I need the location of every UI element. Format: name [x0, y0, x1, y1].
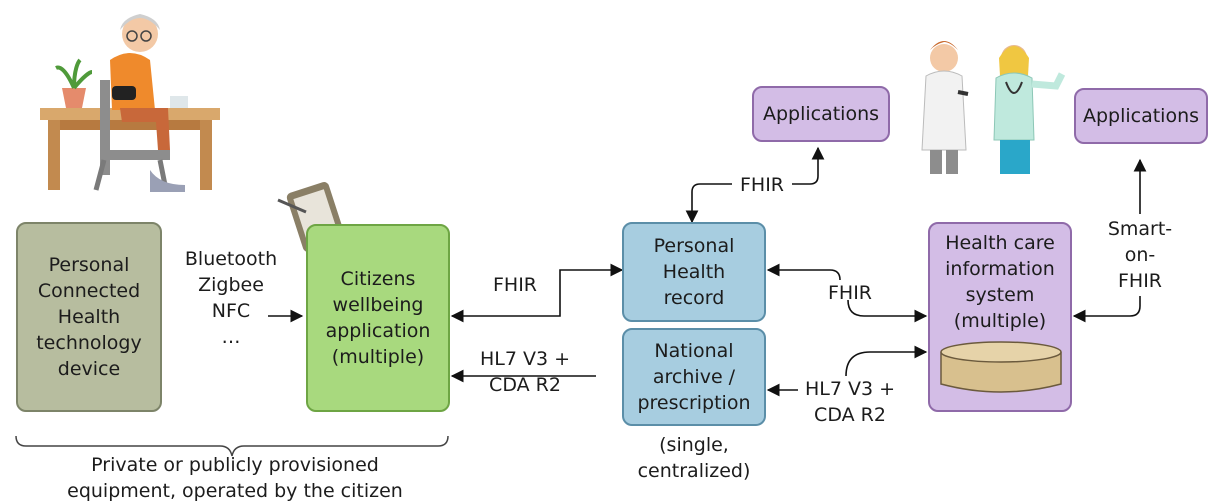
- his-label: Health care information system (multiple…: [945, 232, 1055, 332]
- hl7-left-label: HL7 V3 + CDA R2: [479, 348, 571, 396]
- elderly-woman-illustration: [40, 14, 220, 192]
- hl7-right-label: HL7 V3 + CDA R2: [798, 376, 902, 428]
- smart-on-fhir-label: Smart- on- FHIR: [1107, 218, 1173, 292]
- device-node: Personal Connected Health technology dev…: [16, 222, 162, 412]
- his-node: Health care information system (multiple…: [928, 222, 1072, 412]
- phr-node: Personal Health record: [622, 222, 766, 322]
- doctors-illustration: [921, 41, 1066, 174]
- grouping-brace: [15, 435, 449, 457]
- applications-left-label: Applications: [762, 103, 880, 125]
- citizens-app-node: Citizens wellbeing application (multiple…: [306, 224, 450, 412]
- national-archive-node: National archive / prescription: [622, 328, 766, 426]
- database-icon: [940, 341, 1062, 393]
- applications-left-node: Applications: [752, 86, 890, 142]
- arrow-hl7-to-his: [845, 345, 928, 377]
- arrow-app-phr: [450, 263, 624, 323]
- fhir-top-label: FHIR: [732, 172, 792, 198]
- brace-caption: Private or publicly provisioned equipmen…: [67, 454, 403, 502]
- applications-right-label: Applications: [1082, 105, 1200, 127]
- citizens-app-label: Citizens wellbeing application (multiple…: [325, 268, 431, 368]
- arrow-his-to-phr: [766, 263, 841, 281]
- national-archive-note: (single, centralized): [637, 434, 751, 482]
- applications-right-node: Applications: [1074, 88, 1208, 144]
- fhir-app-phr-label: FHIR: [492, 274, 538, 296]
- protocols-label: Bluetooth Zigbee NFC …: [184, 248, 278, 348]
- device-label: Personal Connected Health technology dev…: [36, 254, 142, 380]
- arrow-fhir-to-his: [847, 299, 928, 323]
- phr-label: Personal Health record: [653, 235, 735, 309]
- arrow-his-applications: [1072, 296, 1141, 323]
- national-archive-label: National archive / prescription: [637, 340, 751, 414]
- fhir-his-phr-label: FHIR: [827, 282, 873, 304]
